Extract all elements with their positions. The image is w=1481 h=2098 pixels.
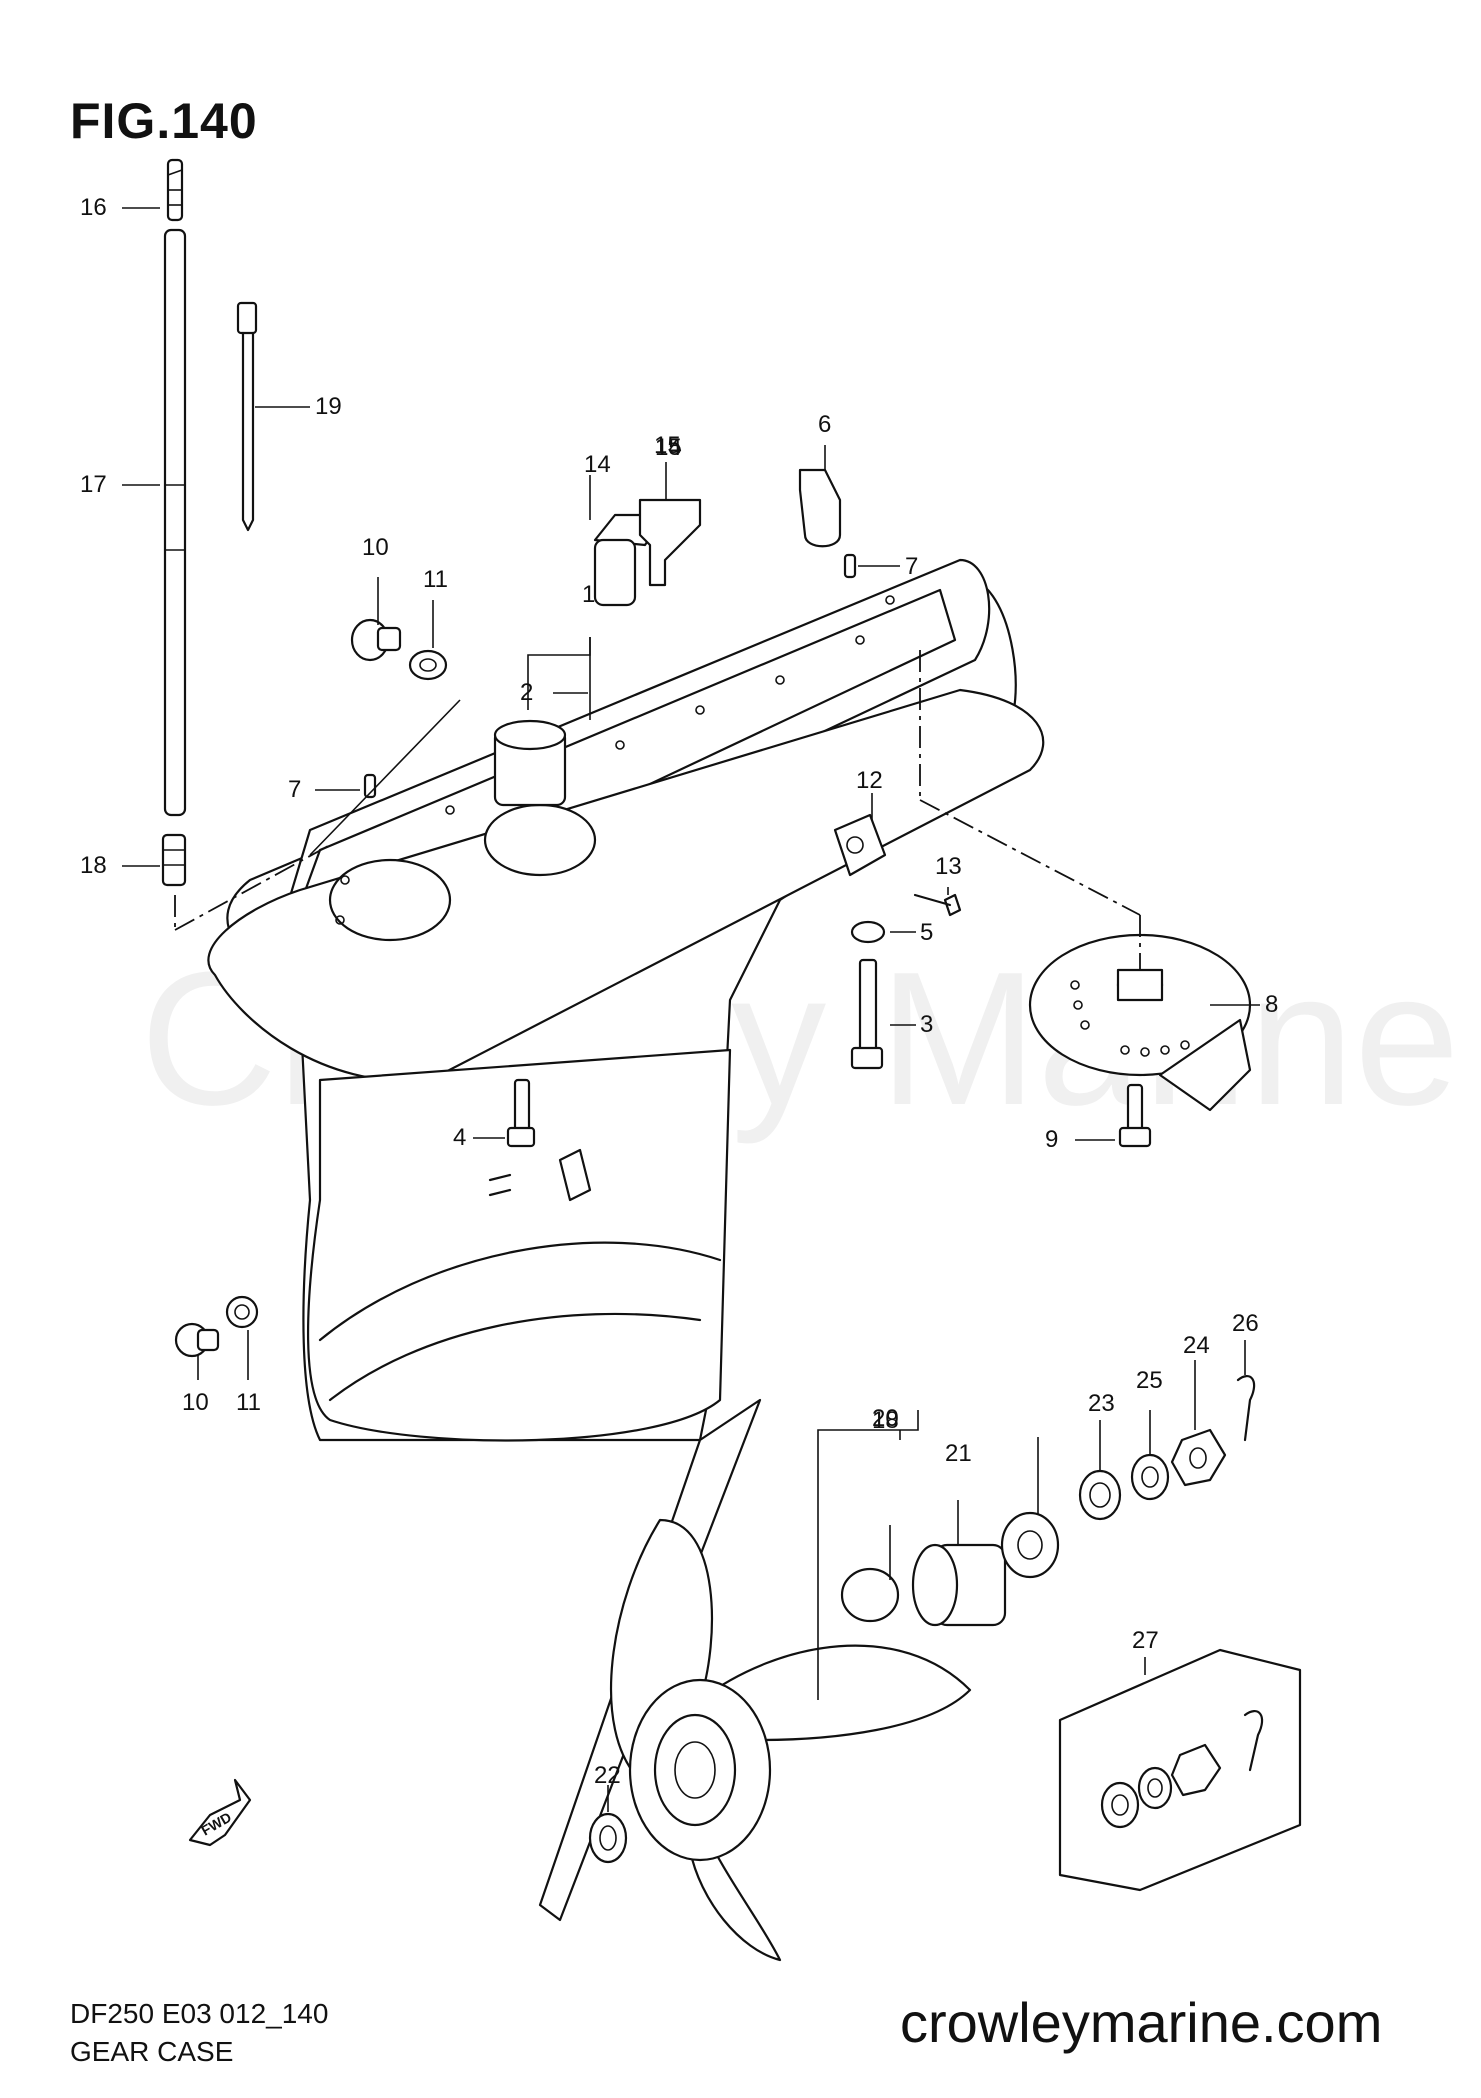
diagram-name: GEAR CASE <box>70 2036 234 2067</box>
callout-13: 13 <box>935 853 962 880</box>
part-19-drawing <box>236 301 258 532</box>
callout-7-top: 7 <box>905 553 918 580</box>
gear-case-body <box>207 558 1045 1922</box>
callout-7-left: 7 <box>288 776 301 803</box>
figure-title: FIG.140 <box>70 93 258 149</box>
callout-20-box: 20 <box>872 1405 899 1432</box>
callout-9: 9 <box>1045 1126 1058 1153</box>
callout-19: 19 <box>315 393 342 420</box>
part-17-drawing <box>163 228 187 817</box>
part-21-drawing <box>840 1511 1060 1627</box>
callout-14: 14 <box>584 451 611 478</box>
callout-12: 12 <box>856 767 883 794</box>
callout-10-top: 10 <box>362 534 389 561</box>
callout-11-bottom: 11 <box>236 1389 261 1416</box>
callout-15: 14 <box>655 434 682 461</box>
callout-6: 6 <box>818 411 831 438</box>
part-16-drawing <box>166 158 184 222</box>
callout-16: 16 <box>80 194 107 221</box>
callout-11-top: 11 <box>423 566 448 593</box>
part-8-anode-drawing <box>1028 933 1252 1112</box>
callout-10-bottom: 10 <box>182 1389 209 1416</box>
part-18-drawing <box>161 833 187 887</box>
part-14-15-drawing <box>593 498 702 607</box>
part-6-drawing <box>798 468 842 548</box>
callout-27-box: 27 <box>1132 1627 1159 1654</box>
callout-21-box: 21 <box>945 1440 972 1467</box>
part-10-11-top-drawing <box>350 618 448 681</box>
part-10-11-bottom-drawing <box>174 1295 259 1358</box>
propeller-drawing <box>609 1518 972 1962</box>
part-12-13-drawing <box>833 813 962 917</box>
part-22-drawing <box>588 1812 628 1864</box>
callout-22-box: 22 <box>594 1762 621 1789</box>
callout-24-box: 24 <box>1183 1332 1210 1359</box>
parts-23-26-drawing <box>1078 1375 1256 1521</box>
callout-2: 2 <box>520 679 533 706</box>
callout-23-box: 23 <box>1088 1390 1115 1417</box>
leader-lines <box>122 207 1260 1812</box>
part-7-dowel-top <box>843 553 857 579</box>
callout-8: 8 <box>1265 991 1278 1018</box>
callout-1: 1 <box>582 581 595 608</box>
callout-25-box: 25 <box>1136 1367 1163 1394</box>
part-3-5-drawing <box>850 920 886 1070</box>
diagram-code: DF250 E03 012_140 <box>70 1998 329 2029</box>
callout-labels: 16 17 18 19 1 2 3 4 5 6 7 7 8 9 10 10 11… <box>80 194 1278 1434</box>
callout-20: 18 <box>872 1407 899 1434</box>
callout-4: 4 <box>453 1124 466 1151</box>
part-9-drawing <box>1118 1083 1152 1148</box>
fwd-arrow: FWD <box>188 1778 252 1847</box>
callout-18: 18 <box>80 852 107 879</box>
part-4-drawing <box>506 1078 536 1148</box>
callout-17: 17 <box>80 471 107 498</box>
part-27-kit-drawing <box>1058 1648 1302 1892</box>
callout-15-box: 15 <box>654 432 681 459</box>
callout-3: 3 <box>920 1011 933 1038</box>
callout-5: 5 <box>920 919 933 946</box>
callout-26-box: 26 <box>1232 1310 1259 1337</box>
website-url[interactable]: crowleymarine.com <box>900 1991 1383 2054</box>
